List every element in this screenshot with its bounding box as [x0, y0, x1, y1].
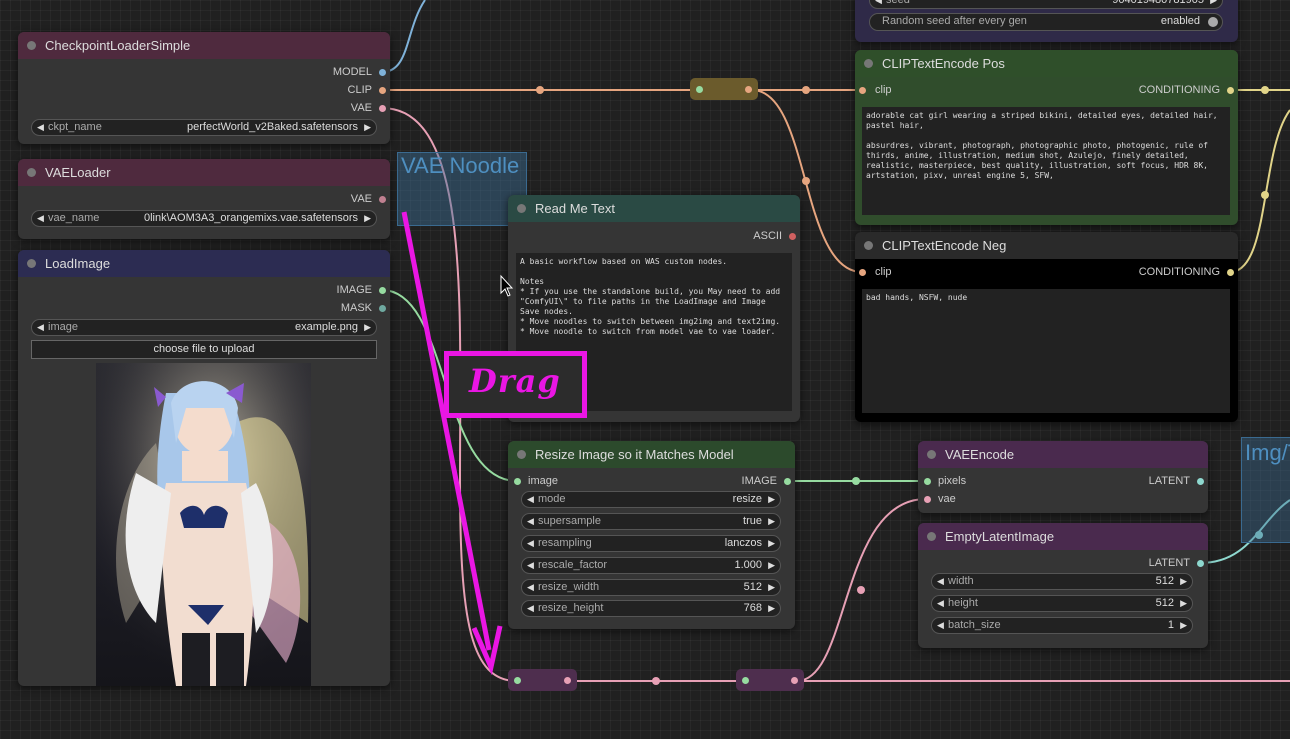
pixels-input-pin[interactable]	[924, 478, 931, 485]
drag-annotation: Drag	[444, 351, 587, 418]
clip-encode-neg-node[interactable]: CLIPTextEncode Neg clip CONDITIONING bad…	[855, 232, 1238, 422]
group-title: Img/T	[1245, 440, 1290, 465]
vae-name-widget[interactable]: ◀ vae_name 0link\AOM3A3_orangemixs.vae.s…	[31, 210, 377, 227]
random-seed-toggle[interactable]: Random seed after every gen enabled	[869, 13, 1223, 31]
conditioning-output-pin[interactable]	[1227, 87, 1234, 94]
node-title[interactable]: VAEEncode	[918, 441, 1208, 468]
image-input-pin[interactable]	[514, 478, 521, 485]
wire-midpoint[interactable]	[652, 677, 660, 685]
node-title[interactable]: CheckpointLoaderSimple	[18, 32, 390, 59]
checkpoint-loader-node[interactable]: CheckpointLoaderSimple MODEL CLIP VAE ◀ …	[18, 32, 390, 144]
reroute-input-pin[interactable]	[514, 677, 521, 684]
latent-output-pin[interactable]	[1197, 478, 1204, 485]
drag-arrow-shaft	[401, 211, 492, 651]
load-image-node[interactable]: LoadImage IMAGE MASK ◀ image example.png…	[18, 250, 390, 686]
ckpt-name-widget[interactable]: ◀ ckpt_name perfectWorld_v2Baked.safeten…	[31, 119, 377, 136]
group-title: VAE Noodle	[401, 153, 520, 178]
group-img[interactable]: Img/T	[1241, 437, 1290, 543]
node-title[interactable]: CLIPTextEncode Neg	[855, 232, 1238, 259]
node-title[interactable]: Read Me Text	[508, 195, 800, 222]
vae-encode-wire	[796, 498, 927, 682]
vae-output-pin[interactable]	[379, 196, 386, 203]
clip-input-pin[interactable]	[859, 87, 866, 94]
image-preview-art	[96, 363, 311, 686]
seed-widget[interactable]: ◀ seed 904019480781905 ▶	[869, 0, 1223, 9]
vae-reroute-left[interactable]	[508, 669, 577, 691]
node-title[interactable]: LoadImage	[18, 250, 390, 277]
ksampler-node[interactable]: ◀ seed 904019480781905 ▶ Random seed aft…	[855, 0, 1238, 42]
drag-arrow-head	[471, 625, 503, 676]
clip-input-pin[interactable]	[859, 269, 866, 276]
node-title[interactable]: Resize Image so it Matches Model	[508, 441, 795, 468]
clip-reroute[interactable]	[690, 78, 758, 100]
wire-midpoint[interactable]	[536, 86, 544, 94]
toggle-knob	[1208, 17, 1218, 27]
wire-midpoint[interactable]	[852, 477, 860, 485]
conditioning-output-pin[interactable]	[1227, 269, 1234, 276]
reroute-input-pin[interactable]	[696, 86, 703, 93]
vae-reroute-right[interactable]	[736, 669, 804, 691]
node-title[interactable]: CLIPTextEncode Pos	[855, 50, 1238, 77]
mask-output-pin[interactable]	[379, 305, 386, 312]
reroute-output-pin[interactable]	[564, 677, 571, 684]
choose-file-button[interactable]: choose file to upload	[31, 340, 377, 359]
reroute-output-pin[interactable]	[745, 86, 752, 93]
model-output-pin[interactable]	[379, 69, 386, 76]
image-select-widget[interactable]: ◀ image example.png ▶	[31, 319, 377, 336]
wire-midpoint[interactable]	[857, 586, 865, 594]
negative-prompt-textarea[interactable]: bad hands, NSFW, nude	[862, 289, 1230, 413]
wire-midpoint[interactable]	[802, 86, 810, 94]
reroute-output-pin[interactable]	[791, 677, 798, 684]
image-output-pin[interactable]	[784, 478, 791, 485]
positive-prompt-textarea[interactable]: adorable cat girl wearing a striped biki…	[862, 107, 1230, 215]
wire-midpoint[interactable]	[1261, 86, 1269, 94]
conditioning-wire-neg	[1229, 109, 1290, 273]
readme-textarea[interactable]: A basic workflow based on WAS custom nod…	[516, 253, 792, 411]
image-preview	[96, 363, 311, 686]
clip-output-pin[interactable]	[379, 87, 386, 94]
resize-image-node[interactable]: Resize Image so it Matches Model image I…	[508, 441, 795, 629]
node-title[interactable]: EmptyLatentImage	[918, 523, 1208, 550]
ascii-output-pin[interactable]	[789, 233, 796, 240]
reroute-input-pin[interactable]	[742, 677, 749, 684]
clip-encode-pos-node[interactable]: CLIPTextEncode Pos clip CONDITIONING ado…	[855, 50, 1238, 225]
image-output-pin[interactable]	[379, 287, 386, 294]
drag-label: Drag	[469, 362, 561, 400]
vae-input-pin[interactable]	[924, 496, 931, 503]
latent-output-pin[interactable]	[1197, 560, 1204, 567]
vae-loader-node[interactable]: VAELoader VAE ◀ vae_name 0link\AOM3A3_or…	[18, 159, 390, 239]
vae-output-pin[interactable]	[379, 105, 386, 112]
vae-encode-node[interactable]: VAEEncode pixels vae LATENT	[918, 441, 1208, 513]
wire-midpoint[interactable]	[1261, 191, 1269, 199]
node-title[interactable]: VAELoader	[18, 159, 390, 186]
wire-midpoint[interactable]	[802, 177, 810, 185]
